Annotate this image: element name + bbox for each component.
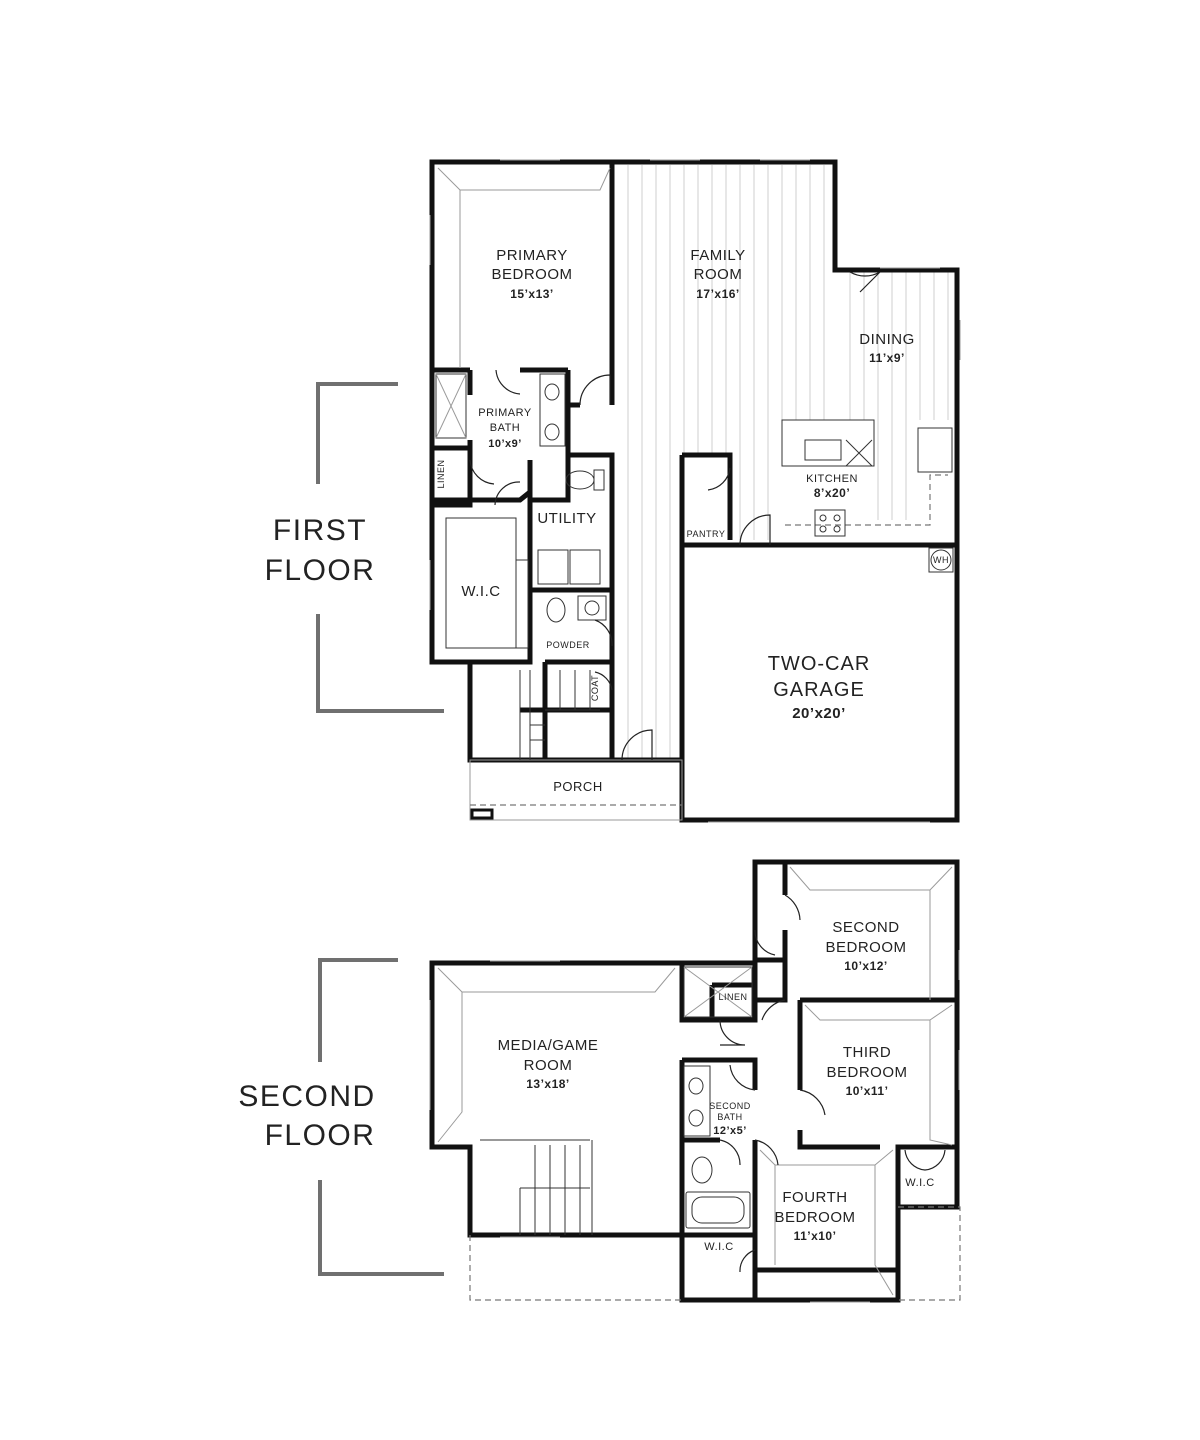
third-bedroom-label-line2: BEDROOM [826,1064,907,1081]
vanity [539,373,566,447]
linen-label-second: LINEN [718,992,747,1002]
water-heater-label: WH [933,555,949,565]
kitchen-island [781,419,875,467]
pantry-label: PANTRY [687,529,726,539]
media-room-label-line1: MEDIA/GAME [498,1037,599,1054]
water-heater-symbol [930,549,952,571]
fourth-bedroom-label-line2: BEDROOM [774,1209,855,1226]
primary-bath-label-line2: BATH [490,422,521,434]
wic-third-label: W.I.C [905,1177,934,1189]
second-bedroom-label-line1: SECOND [832,919,899,936]
first-floor-label-line1: FIRST [273,514,367,547]
powder-label: POWDER [546,640,590,650]
fourth-bedroom-dimension: 11’x10’ [794,1229,837,1243]
first-floor-plan: WH PRIMARY BEDROOM 15’x13’ FAMILY ROOM 1… [429,159,961,823]
dryer [569,549,601,585]
first-floor-label-line2: FLOOR [265,554,376,587]
washer [537,549,569,585]
linen-label-first: LINEN [436,459,446,488]
family-room-label-line1: FAMILY [690,247,745,264]
stairs-first-floor [519,670,600,760]
windows-second-floor [429,950,960,1303]
windows-first-floor [429,159,961,823]
primary-bedroom-wall [432,162,615,408]
third-bedroom-label-line1: THIRD [843,1044,891,1061]
stairs-second-floor [480,1139,593,1235]
kitchen-dimension: 8’x20’ [814,486,850,500]
family-room-label-line2: ROOM [694,266,743,283]
primary-bedroom-dimension: 15’x13’ [510,287,554,301]
primary-bath-dimension: 10’x9’ [488,438,522,450]
refrigerator [917,427,953,473]
wic-first-label: W.I.C [461,583,500,600]
second-bedroom-label-line2: BEDROOM [825,939,906,956]
second-floor-label-line1: SECOND [238,1080,375,1113]
media-room-label-line2: ROOM [524,1057,573,1074]
shower [435,373,467,439]
kitchen-label: KITCHEN [806,473,858,485]
garage-label-line1: TWO-CAR [768,653,871,675]
coat-label: COAT [590,675,600,701]
dining-dimension: 11’x9’ [869,351,905,365]
third-bedroom-dimension: 10’x11’ [846,1084,889,1098]
second-bedroom-dimension: 10’x12’ [844,959,888,973]
second-floor-plan: SECOND BEDROOM 10’x12’ LINEN MEDIA/GAME … [429,859,961,1303]
primary-bath-label-line1: PRIMARY [478,407,532,419]
second-bath-label-line1: SECOND [709,1101,751,1111]
dining-label: DINING [859,331,915,348]
fourth-bedroom-label-line1: FOURTH [782,1189,847,1206]
bathtub [685,1191,751,1229]
media-room-dimension: 13’x18’ [526,1077,570,1091]
garage-label-line2: GARAGE [773,679,865,701]
second-bath-vanity [683,1065,711,1137]
wic-fourth-label: W.I.C [704,1241,733,1253]
primary-bedroom-label-line2: BEDROOM [491,266,572,283]
porch-label: PORCH [553,779,602,794]
second-bath-label-line2: BATH [717,1112,742,1122]
porch-post [470,808,494,820]
second-bath-dimension: 12’x5’ [713,1125,747,1137]
primary-bedroom-label-line1: PRIMARY [496,247,568,264]
range [814,509,846,537]
second-bath-toilet [691,1156,713,1184]
utility-label: UTILITY [537,510,596,527]
second-floor-marker: SECOND FLOOR [238,958,444,1276]
first-floor-marker: FIRST FLOOR [265,382,444,713]
second-floor-label-line2: FLOOR [265,1119,376,1152]
wood-floor-pattern [627,165,949,760]
family-room-dimension: 17’x16’ [696,287,740,301]
first-floor-exterior-wall [429,159,960,823]
garage-dimension: 20’x20’ [792,705,846,722]
